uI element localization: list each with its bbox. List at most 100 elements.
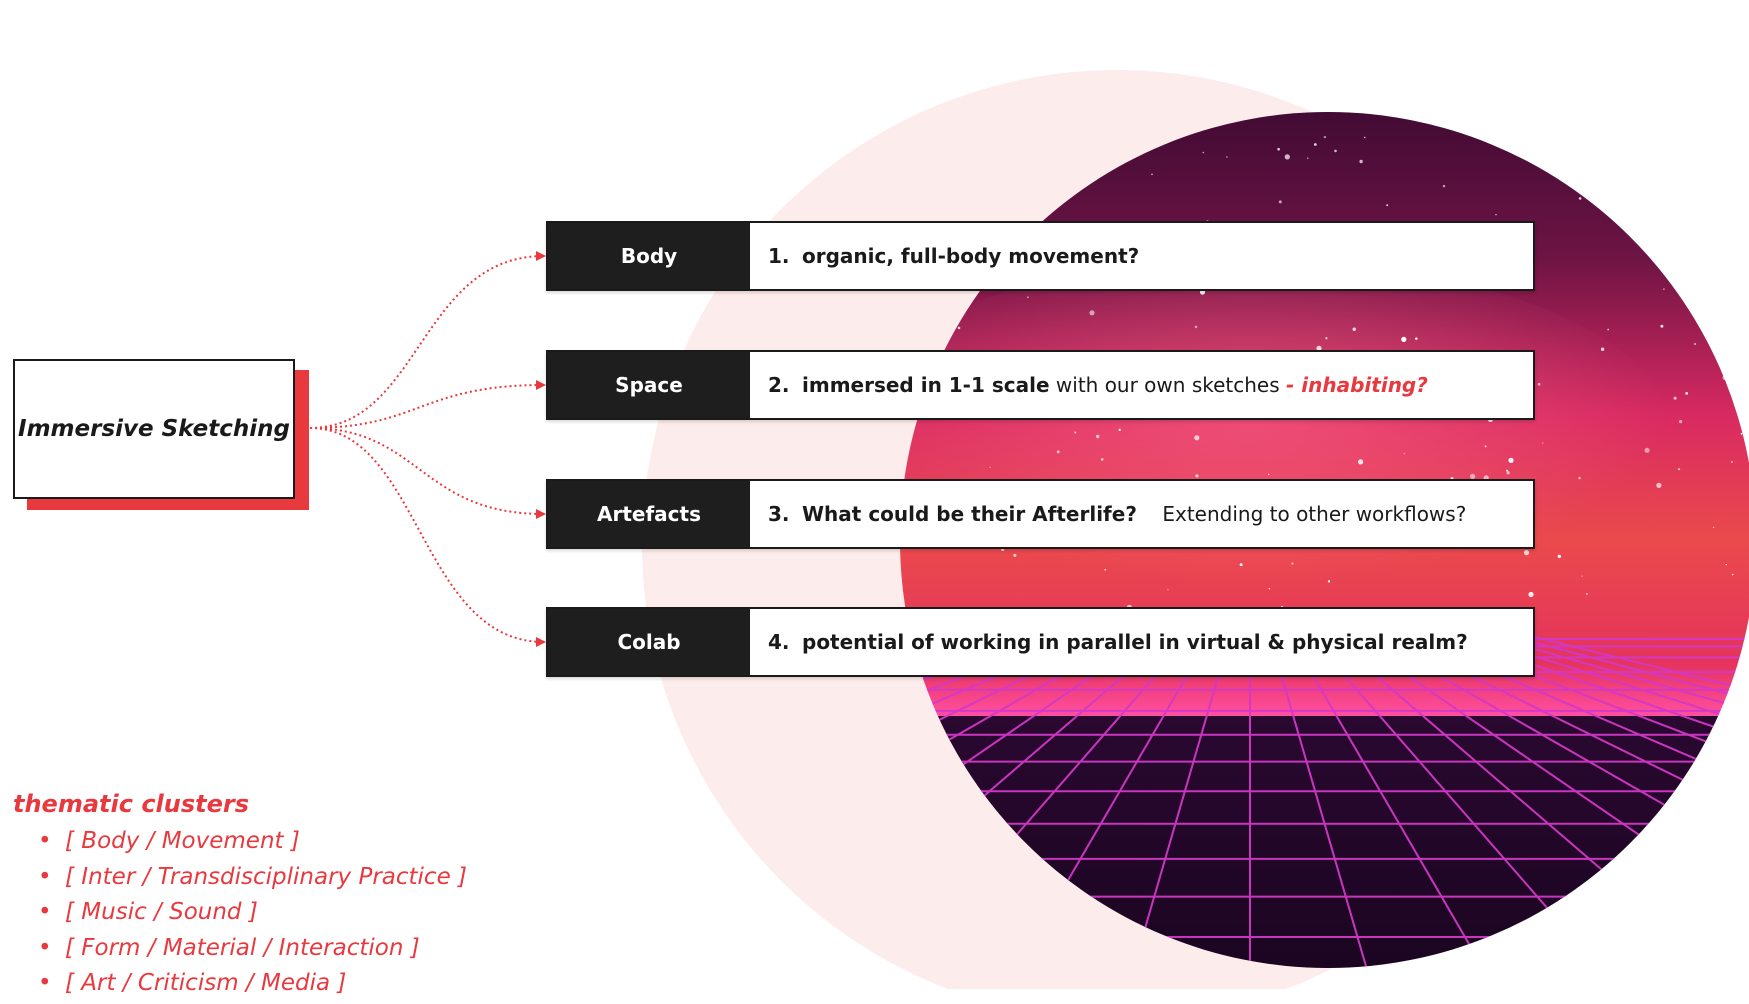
row-artefacts: Artefacts 3. What could be their Afterli… [546,479,1535,549]
star [1194,325,1198,329]
star [1151,173,1153,176]
star [957,326,961,330]
star [1284,154,1290,160]
star [1359,159,1363,164]
grid-line [1129,635,1231,968]
grid-line [1349,635,1749,968]
star [1581,575,1583,577]
grid-line [900,635,1091,968]
grid-line [1409,635,1749,968]
thematic-clusters-list: [ Body / Movement ] [ Inter / Transdisci… [38,826,467,1004]
star [1327,580,1331,583]
star [1118,428,1121,432]
row-number: 4. [768,630,790,654]
grid-line [1469,635,1749,968]
row-space: Space 2. immersed in 1-1 scale with our … [546,350,1535,420]
star [1678,468,1681,471]
star [1415,337,1418,340]
row-number: 2. [768,373,790,397]
row-number: 1. [768,244,790,268]
star [1693,342,1697,346]
star [1403,452,1406,455]
star [1013,553,1017,557]
star [1484,445,1487,448]
cluster-item: [ Art / Criticism / Media ] [38,968,467,1004]
star [1508,457,1514,463]
star [1685,392,1689,395]
star [1725,564,1727,566]
star [1027,296,1029,299]
star [1316,345,1322,351]
star [1644,447,1650,453]
star [1268,473,1270,476]
grid-line [1489,635,1749,968]
star [1313,143,1317,146]
grid-line [900,635,1111,968]
star [1056,450,1060,454]
star [1660,324,1664,328]
star [1740,432,1743,435]
star [1731,573,1734,576]
row-bold-text: immersed in 1-1 scale [802,373,1050,397]
star [1711,294,1714,297]
star [1401,336,1407,342]
star [1323,135,1327,139]
row-text: 4. potential of working in parallel in v… [750,609,1468,675]
star [1386,204,1389,207]
star [1537,382,1541,386]
star [1194,435,1200,441]
star [1470,473,1476,479]
star [1542,442,1544,444]
star [1074,431,1077,434]
star [1506,469,1509,472]
star [1712,526,1715,529]
star [1334,149,1337,153]
grid-line [1449,635,1749,968]
connector-arrows [309,251,546,647]
star [1226,156,1228,158]
star [1358,459,1364,465]
star [1585,592,1588,595]
row-plain-text: Extending to other workflows? [1136,502,1467,526]
star [1277,147,1280,151]
row-text: 2. immersed in 1-1 scale with our own sk… [750,352,1428,418]
cluster-item: [ Form / Material / Interaction ] [38,933,467,969]
star [1688,158,1692,162]
star [1663,288,1665,290]
star [1578,476,1581,480]
row-colab: Colab 4. potential of working in paralle… [546,607,1535,677]
cluster-item: [ Music / Sound ] [38,897,467,933]
star [1679,420,1683,424]
star [1095,434,1100,439]
cluster-item: [ Body / Movement ] [38,826,467,862]
row-body: Body 1. organic, full-body movement? [546,221,1535,291]
star [1528,591,1534,598]
star [1523,550,1530,556]
row-bold-text: organic, full-body movement? [802,244,1140,268]
grid-line [1509,635,1749,968]
star [1557,554,1562,559]
star [1291,562,1294,565]
star [1600,347,1605,351]
row-text: 1. organic, full-body movement? [750,223,1139,289]
star [1089,310,1095,316]
row-tag: Body [548,223,750,289]
row-tag: Colab [548,609,750,675]
row-text: 3. What could be their Afterlife? Extend… [750,481,1466,547]
star [1307,157,1309,159]
row-tag: Artefacts [548,481,750,547]
star [1722,374,1728,381]
row-tag: Space [548,352,750,418]
row-number: 3. [768,502,790,526]
star [1195,474,1199,478]
star [1202,151,1205,154]
hub-label: Immersive Sketching [18,416,290,442]
star [1506,471,1510,475]
row-plain-text: with our own sketches [1049,373,1287,397]
star [1363,136,1366,139]
star [1239,563,1243,567]
grid-line [1429,635,1749,968]
star [1495,213,1497,216]
star [1578,197,1582,200]
immersive-sketching-box: Immersive Sketching [13,359,295,499]
